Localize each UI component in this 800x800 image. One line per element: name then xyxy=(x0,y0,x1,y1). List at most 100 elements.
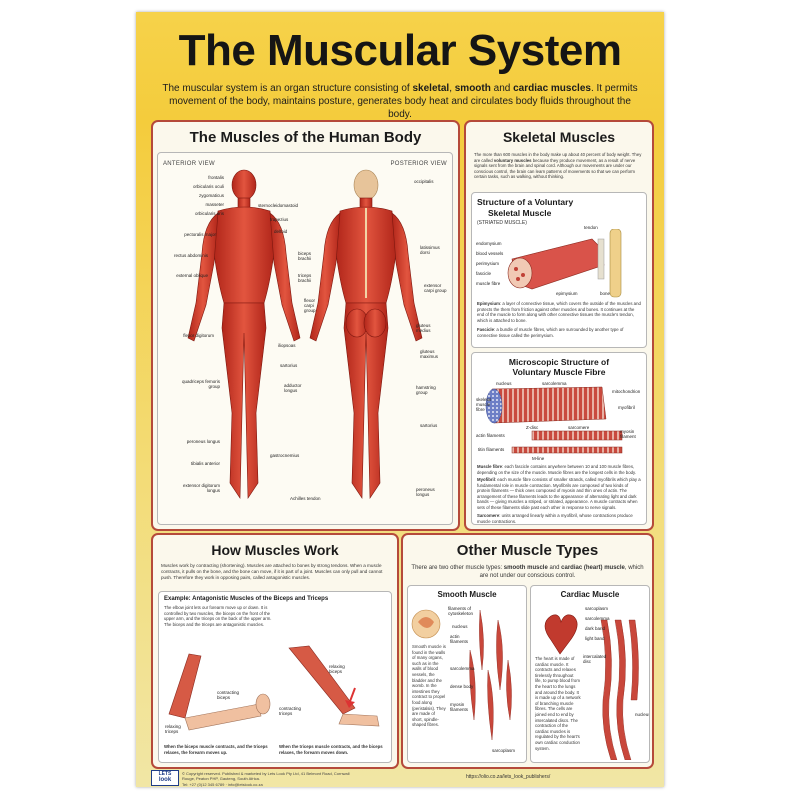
how-work-text: Muscles work by contracting (shortening)… xyxy=(161,563,383,580)
micro-label-sarcomere: sarcomere xyxy=(568,425,590,430)
label-trapezius: trapezius xyxy=(270,217,289,222)
label-pectoralis-major: pectoralis major xyxy=(184,232,216,237)
structure-box: Structure of a Voluntary Skeletal Muscle… xyxy=(471,192,647,348)
structure-label-endomysium: endomysium xyxy=(476,241,502,246)
label-gluteus-medius: gluteus medius xyxy=(416,323,431,333)
structure-label-epimysium: epimysium xyxy=(556,291,578,296)
muscle-fibre-definition: Muscle fibre: each fascicle contains any… xyxy=(477,464,636,475)
intro-text: The muscular system is an organ structur… xyxy=(162,83,638,120)
smooth-muscle-box: Smooth Muscle filaments of cytoskeleton … xyxy=(407,585,527,763)
epimysium-definition: Epimysium: a layer of connective tissue,… xyxy=(477,301,641,323)
label-extensor-carpi: extensor carpi group xyxy=(424,283,447,293)
smooth-label-actin: actin filaments xyxy=(450,634,469,644)
structure-label-tendon: tendon xyxy=(584,225,598,230)
label-masseter: masseter xyxy=(205,202,224,207)
label-peroneus-longus: peroneus longus xyxy=(186,439,220,444)
label-contracting-biceps: contracting biceps xyxy=(217,690,240,700)
micro-label-titin: titin filaments xyxy=(478,447,505,452)
label-hamstring-group: hamstring group xyxy=(416,385,436,395)
structure-label-perimysium: perimysium xyxy=(476,261,500,266)
footer-url[interactable]: https://olio.co.za/lets_look_publishers/ xyxy=(466,774,551,780)
fascicle-definition: Fascicle: a bundle of muscle fibres, whi… xyxy=(477,327,624,338)
label-relaxing-biceps: relaxing biceps xyxy=(329,664,345,674)
label-sartorius: sartorius xyxy=(280,363,298,368)
micro-label-actin: actin filaments xyxy=(476,433,505,438)
myofibril-definition: Myofibril: each muscle fibre consists of… xyxy=(477,477,641,510)
label-external-oblique: external oblique xyxy=(176,273,208,278)
smooth-label-dense-body: dense body xyxy=(450,684,474,689)
label-latissimus-dorsi: latissimus dorsi xyxy=(420,245,440,255)
smooth-heading: Smooth Muscle xyxy=(437,590,497,599)
cardiac-label-sarcoplasm: sarcoplasm xyxy=(585,606,609,611)
label-flexor-carpi: flexor carpi group xyxy=(304,298,316,313)
label-relaxing-triceps: relaxing triceps xyxy=(165,724,181,734)
muscle-fibre-illustration xyxy=(485,386,623,454)
micro-label-myofibril: myofibril xyxy=(618,405,635,410)
cardiac-muscle-box: Cardiac Muscle sarcoplasm sarcolemma dar… xyxy=(530,585,650,763)
human-body-panel: The Muscles of the Human Body ANTERIOR V… xyxy=(151,120,460,531)
label-achilles-tendon: Achilles tendon xyxy=(290,496,321,501)
label-adductor-longus: adductor longus xyxy=(284,383,302,393)
skeletal-muscle-illustration xyxy=(507,229,622,298)
label-occipitalis: occipitalis xyxy=(414,179,434,184)
smooth-label-sarcoplasm: sarcoplasm xyxy=(492,748,516,753)
label-contracting-triceps: contracting triceps xyxy=(279,706,302,716)
label-orbicularis-oris: orbicularis oris xyxy=(194,211,224,216)
cardiac-label-sarcolemma: sarcolemma xyxy=(585,616,610,621)
label-frontalis: frontalis xyxy=(208,175,224,180)
label-quadriceps: quadriceps femoris group xyxy=(181,379,220,389)
micro-label-nucleus: nucleus xyxy=(496,381,512,386)
smooth-muscle-illustration xyxy=(411,609,512,741)
caption-triceps-contracts: When the triceps muscle contracts, and t… xyxy=(279,744,383,755)
human-body-heading: The Muscles of the Human Body xyxy=(189,129,422,146)
arm-illustration xyxy=(168,645,380,731)
structure-label-bone: bone xyxy=(600,291,611,296)
structure-label-blood-vessels: blood vessels xyxy=(476,251,504,256)
example-heading: Example: Antagonistic Muscles of the Bic… xyxy=(164,596,329,602)
posterior-figure xyxy=(309,169,423,499)
micro-label-sarcolemma: sarcolemma xyxy=(542,381,567,386)
label-deltoid: deltoid xyxy=(274,229,288,234)
footer-copyright: © Copyright reserved. Published & market… xyxy=(182,771,350,781)
label-peroneus-posterior: peroneus longus xyxy=(416,487,435,497)
cardiac-muscle-illustration xyxy=(544,614,639,760)
label-gluteus-maximus: gluteus maximus xyxy=(420,349,439,359)
skeletal-panel: Skeletal Muscles The more than 600 muscl… xyxy=(464,120,654,531)
cardiac-heading: Cardiac Muscle xyxy=(560,590,620,599)
structure-heading-1: Structure of a Voluntary xyxy=(477,197,574,207)
cardiac-label-nucleus: nucleus xyxy=(635,712,650,717)
smooth-label-myosin: myosin filaments xyxy=(450,702,469,712)
label-orbicularis-oculi: orbicularis oculi xyxy=(192,184,224,189)
footer-contact: Tel: +27 (0)12 345 6789 · info@letslook.… xyxy=(182,782,263,787)
cardiac-label-light-band: light band xyxy=(585,636,605,641)
structure-label-muscle-fibre: muscle fibre xyxy=(476,281,501,286)
cardiac-label-dark-band: dark band xyxy=(585,626,606,631)
anatomy-figure-box: ANTERIOR VIEW POSTERIOR VIEW xyxy=(157,152,453,525)
label-sartorius-posterior: sartorius xyxy=(420,423,438,428)
micro-label-mitochondrion: mitochondrion xyxy=(612,389,641,394)
micro-label-skeletal-fibre: skeletal muscle fibre xyxy=(476,397,492,412)
label-flexor-digitorum: flexor digitorum xyxy=(183,333,214,338)
smooth-label-sarcolemma: sarcolemma xyxy=(450,666,475,671)
other-types-intro: There are two other muscle types: smooth… xyxy=(411,565,644,579)
skeletal-heading: Skeletal Muscles xyxy=(502,129,616,145)
caption-biceps-contracts: When the biceps muscle contracts, and th… xyxy=(164,744,268,755)
logo-text-look: look xyxy=(158,777,172,783)
muscle-figures-illustration xyxy=(187,169,423,499)
poster: The Muscular System The muscular system … xyxy=(136,12,664,787)
label-iliopsoas: iliopsoas xyxy=(278,343,296,348)
example-text: The elbow joint lets our forearm move up… xyxy=(164,605,272,627)
structure-heading-2: Skeletal Muscle xyxy=(488,208,552,218)
structure-label-fascicle: fascicle xyxy=(476,271,492,276)
cardiac-label-intercalated-disc: intercalated disc xyxy=(583,654,607,664)
micro-label-z-disc: Z-disc xyxy=(526,425,539,430)
publisher-logo: LETS look xyxy=(151,770,179,786)
other-types-heading: Other Muscle Types xyxy=(456,542,599,559)
structure-subheading: (STRIATED MUSCLE) xyxy=(477,220,527,226)
page-title: The Muscular System xyxy=(178,26,622,75)
microscopic-box: Microscopic Structure of Voluntary Muscl… xyxy=(471,352,647,525)
cardiac-muscle-text: The heart is made of cardiac muscle. It … xyxy=(535,656,581,751)
micro-label-m-line: M-line xyxy=(532,456,545,461)
antagonistic-example-box: Example: Antagonistic Muscles of the Bic… xyxy=(158,591,392,763)
how-muscles-work-panel: How Muscles Work Muscles work by contrac… xyxy=(151,533,399,769)
